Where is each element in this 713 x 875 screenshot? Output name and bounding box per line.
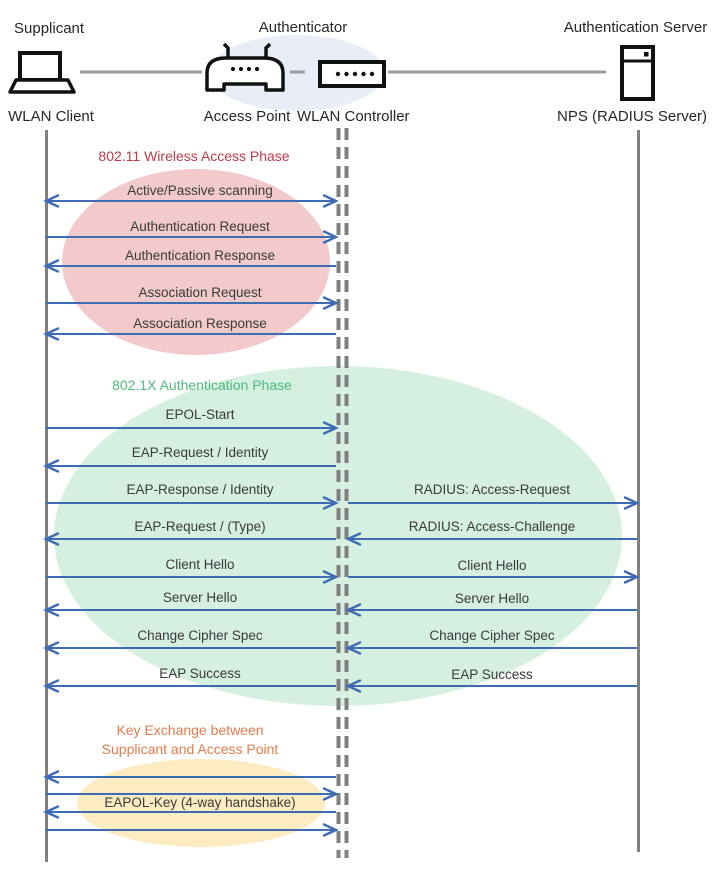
access-point-icon: [205, 42, 285, 92]
message-client-hello-r: Client Hello: [348, 558, 640, 584]
phase1-ellipse: [62, 169, 330, 355]
message-label: RADIUS: Access-Request: [414, 482, 570, 497]
arrowhead-icon: [322, 787, 339, 801]
message-label: Change Cipher Spec: [137, 628, 263, 643]
message-label: RADIUS: Access-Challenge: [409, 519, 576, 534]
message-client-hello-l: Client Hello: [46, 557, 339, 584]
phase2-title: 802.1X Authentication Phase: [112, 377, 292, 393]
arrowhead-icon: [345, 679, 362, 693]
wlan-controller-icon: [318, 60, 386, 88]
message-authentication-response-l: Authentication Response: [43, 248, 336, 273]
message-arrow-l: [46, 823, 339, 837]
message-change-cipher-spec-r: Change Cipher Spec: [345, 628, 637, 655]
message-association-response-l: Association Response: [43, 316, 336, 341]
message-label: EAPOL-Key (4-way handshake): [104, 795, 295, 810]
phase3-ellipse: [77, 759, 325, 847]
arrowhead-icon: [43, 603, 60, 617]
message-label: EAP-Request / (Type): [134, 519, 265, 534]
device-wlan-controller: WLAN Controller: [297, 108, 410, 125]
laptop-icon: [8, 51, 76, 94]
arrowhead-icon: [322, 194, 339, 208]
message-label: Client Hello: [457, 558, 526, 573]
message-eap-request-identity-l: EAP-Request / Identity: [43, 445, 336, 473]
arrowhead-icon: [43, 770, 60, 784]
phase3-title-line2: Supplicant and Access Point: [101, 741, 279, 757]
message-change-cipher-spec-l: Change Cipher Spec: [43, 628, 336, 655]
message-label: Server Hello: [455, 591, 529, 606]
message-eapol-key-4-way-handshake-l: EAPOL-Key (4-way handshake): [43, 795, 336, 819]
message-label: EPOL-Start: [165, 407, 234, 422]
phase3-title-line1: Key Exchange between: [116, 722, 264, 738]
message-radius-access-request-r: RADIUS: Access-Request: [348, 482, 640, 510]
message-label: Client Hello: [165, 557, 234, 572]
arrowhead-icon: [322, 296, 339, 310]
arrowhead-icon: [623, 570, 640, 584]
message-label: EAP Success: [159, 666, 241, 681]
phase3-title: Key Exchange between Supplicant and Acce…: [50, 721, 330, 759]
message-label: EAP Success: [451, 667, 533, 682]
message-authentication-request-l: Authentication Request: [46, 219, 339, 244]
arrowhead-icon: [322, 421, 339, 435]
arrowhead-icon: [345, 532, 362, 546]
arrowhead-icon: [322, 230, 339, 244]
arrowhead-icon: [43, 532, 60, 546]
role-supplicant: Supplicant: [14, 20, 85, 37]
arrowhead-icon: [345, 641, 362, 655]
device-nps-radius-server: NPS (RADIUS Server): [557, 108, 708, 125]
message-label: Authentication Response: [125, 248, 275, 263]
arrowhead-icon: [43, 194, 60, 208]
message-eap-response-identity-l: EAP-Response / Identity: [46, 482, 339, 510]
arrowhead-icon: [43, 459, 60, 473]
arrowhead-icon: [43, 679, 60, 693]
device-access-point: Access Point: [203, 108, 291, 125]
message-eap-success-r: EAP Success: [345, 667, 637, 693]
message-active-passive-scanning-l: Active/Passive scanning: [43, 183, 339, 208]
message-arrow-l: [43, 770, 336, 784]
message-label: Server Hello: [163, 590, 237, 605]
message-label: Change Cipher Spec: [429, 628, 555, 643]
message-label: Active/Passive scanning: [127, 183, 273, 198]
arrowhead-icon: [623, 496, 640, 510]
arrowhead-icon: [43, 259, 60, 273]
message-association-request-l: Association Request: [46, 285, 339, 310]
device-wlan-client: WLAN Client: [8, 108, 94, 125]
arrowhead-icon: [322, 496, 339, 510]
arrowhead-icon: [322, 570, 339, 584]
message-server-hello-r: Server Hello: [345, 591, 637, 617]
message-eap-success-l: EAP Success: [43, 666, 336, 693]
message-label: EAP-Request / Identity: [132, 445, 269, 460]
phase1-title: 802.11 Wireless Access Phase: [98, 148, 290, 164]
message-epol-start-l: EPOL-Start: [46, 407, 339, 435]
message-label: EAP-Response / Identity: [126, 482, 273, 497]
message-arrow-l: [46, 787, 339, 801]
arrowhead-icon: [43, 805, 60, 819]
message-label: Association Request: [138, 285, 261, 300]
role-authenticator: Authenticator: [258, 19, 348, 36]
server-icon: [620, 45, 655, 101]
role-authentication-server: Authentication Server: [563, 19, 708, 36]
message-server-hello-l: Server Hello: [43, 590, 336, 617]
arrowhead-icon: [43, 641, 60, 655]
message-label: Association Response: [133, 316, 267, 331]
arrowhead-icon: [345, 603, 362, 617]
message-radius-access-challenge-r: RADIUS: Access-Challenge: [345, 519, 637, 546]
arrowhead-icon: [43, 327, 60, 341]
arrowhead-icon: [322, 823, 339, 837]
message-label: Authentication Request: [130, 219, 270, 234]
message-eap-request-type-l: EAP-Request / (Type): [43, 519, 336, 546]
